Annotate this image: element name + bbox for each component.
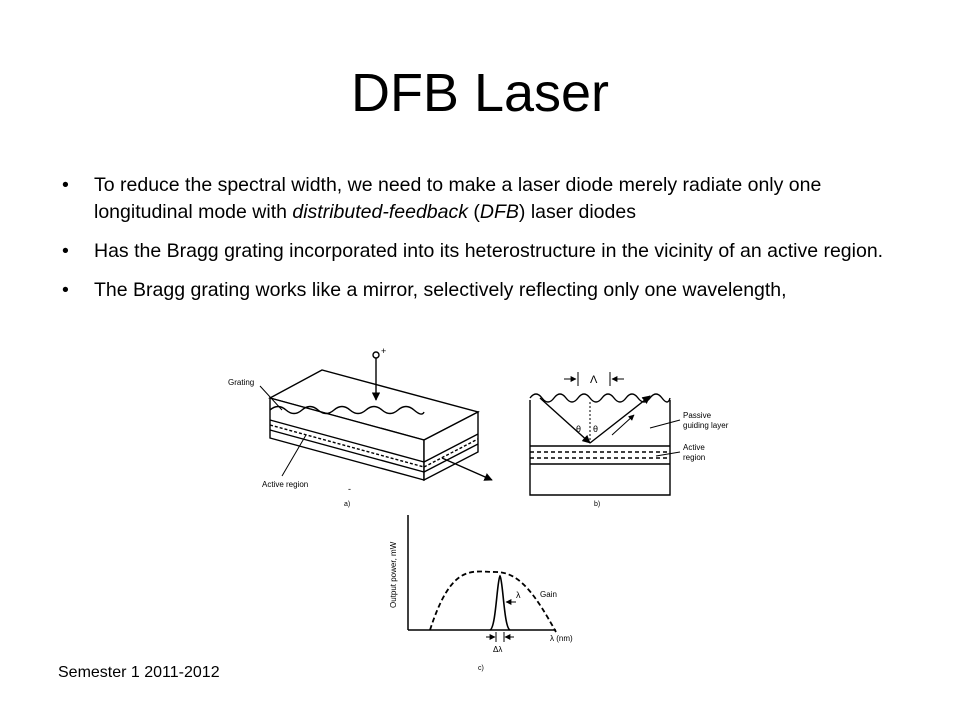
- bullet-italic-run: DFB: [479, 201, 519, 223]
- label-active: Active: [683, 443, 705, 452]
- label-region: region: [683, 453, 705, 462]
- label-plus: +: [381, 346, 386, 356]
- xlabel-lambda-nm: λ (nm): [550, 634, 573, 643]
- dfb-laser-figure: Grating + - Active region a) Λ θ θ Passi…: [228, 346, 729, 672]
- bullet-text-run: Has the Bragg grating incorporated into …: [94, 240, 884, 262]
- bullet-text-run: To reduce the spectral width, we need to…: [94, 174, 822, 223]
- bullet-glyph: •: [62, 240, 69, 262]
- panel-b-cross-section: [529, 372, 681, 496]
- caption-b: b): [594, 501, 600, 508]
- panel-c-spectrum: [407, 515, 557, 642]
- bullet-text-run: The Bragg grating works like a mirror, s…: [94, 279, 787, 301]
- label-gain: Gain: [540, 590, 557, 599]
- bullet-text: Has the Bragg grating incorporated into …: [94, 240, 883, 262]
- ylabel-output-power: Output power, mW: [389, 541, 398, 608]
- panel-a-laser-structure: [259, 351, 493, 482]
- label-theta-left: θ: [576, 424, 581, 434]
- bullet-glyph: •: [62, 279, 69, 301]
- caption-c: c): [478, 665, 484, 672]
- caption-a: a): [344, 501, 350, 508]
- bullet-text-run: ) laser diodes: [518, 201, 636, 223]
- bullet-italic-run: distributed-feedback: [292, 201, 468, 223]
- bullet-glyph: •: [62, 174, 69, 196]
- label-lambda: λ: [516, 590, 521, 600]
- label-grating: Grating: [228, 378, 254, 387]
- label-active-region: Active region: [262, 480, 308, 489]
- label-delta-lambda: Δλ: [493, 645, 502, 654]
- label-minus: -: [348, 484, 351, 494]
- bullet-text: The Bragg grating works like a mirror, s…: [94, 279, 787, 301]
- bullet-text-run: (: [467, 201, 480, 223]
- footer-semester: Semester 1 2011-2012: [58, 664, 220, 681]
- slide-title: DFB Laser: [350, 63, 610, 123]
- bullet-item: • The Bragg grating works like a mirror, …: [62, 277, 902, 304]
- bullet-text: To reduce the spectral width, we need to…: [94, 174, 821, 223]
- label-period: Λ: [590, 374, 598, 386]
- label-guiding-layer: guiding layer: [683, 421, 729, 430]
- label-theta-right: θ: [593, 424, 598, 434]
- bullet-item: • Has the Bragg grating incorporated into…: [62, 238, 902, 265]
- label-passive: Passive: [683, 411, 712, 420]
- bullet-list: • To reduce the spectral width, we need t…: [62, 172, 902, 316]
- bullet-item: • To reduce the spectral width, we need t…: [62, 172, 902, 226]
